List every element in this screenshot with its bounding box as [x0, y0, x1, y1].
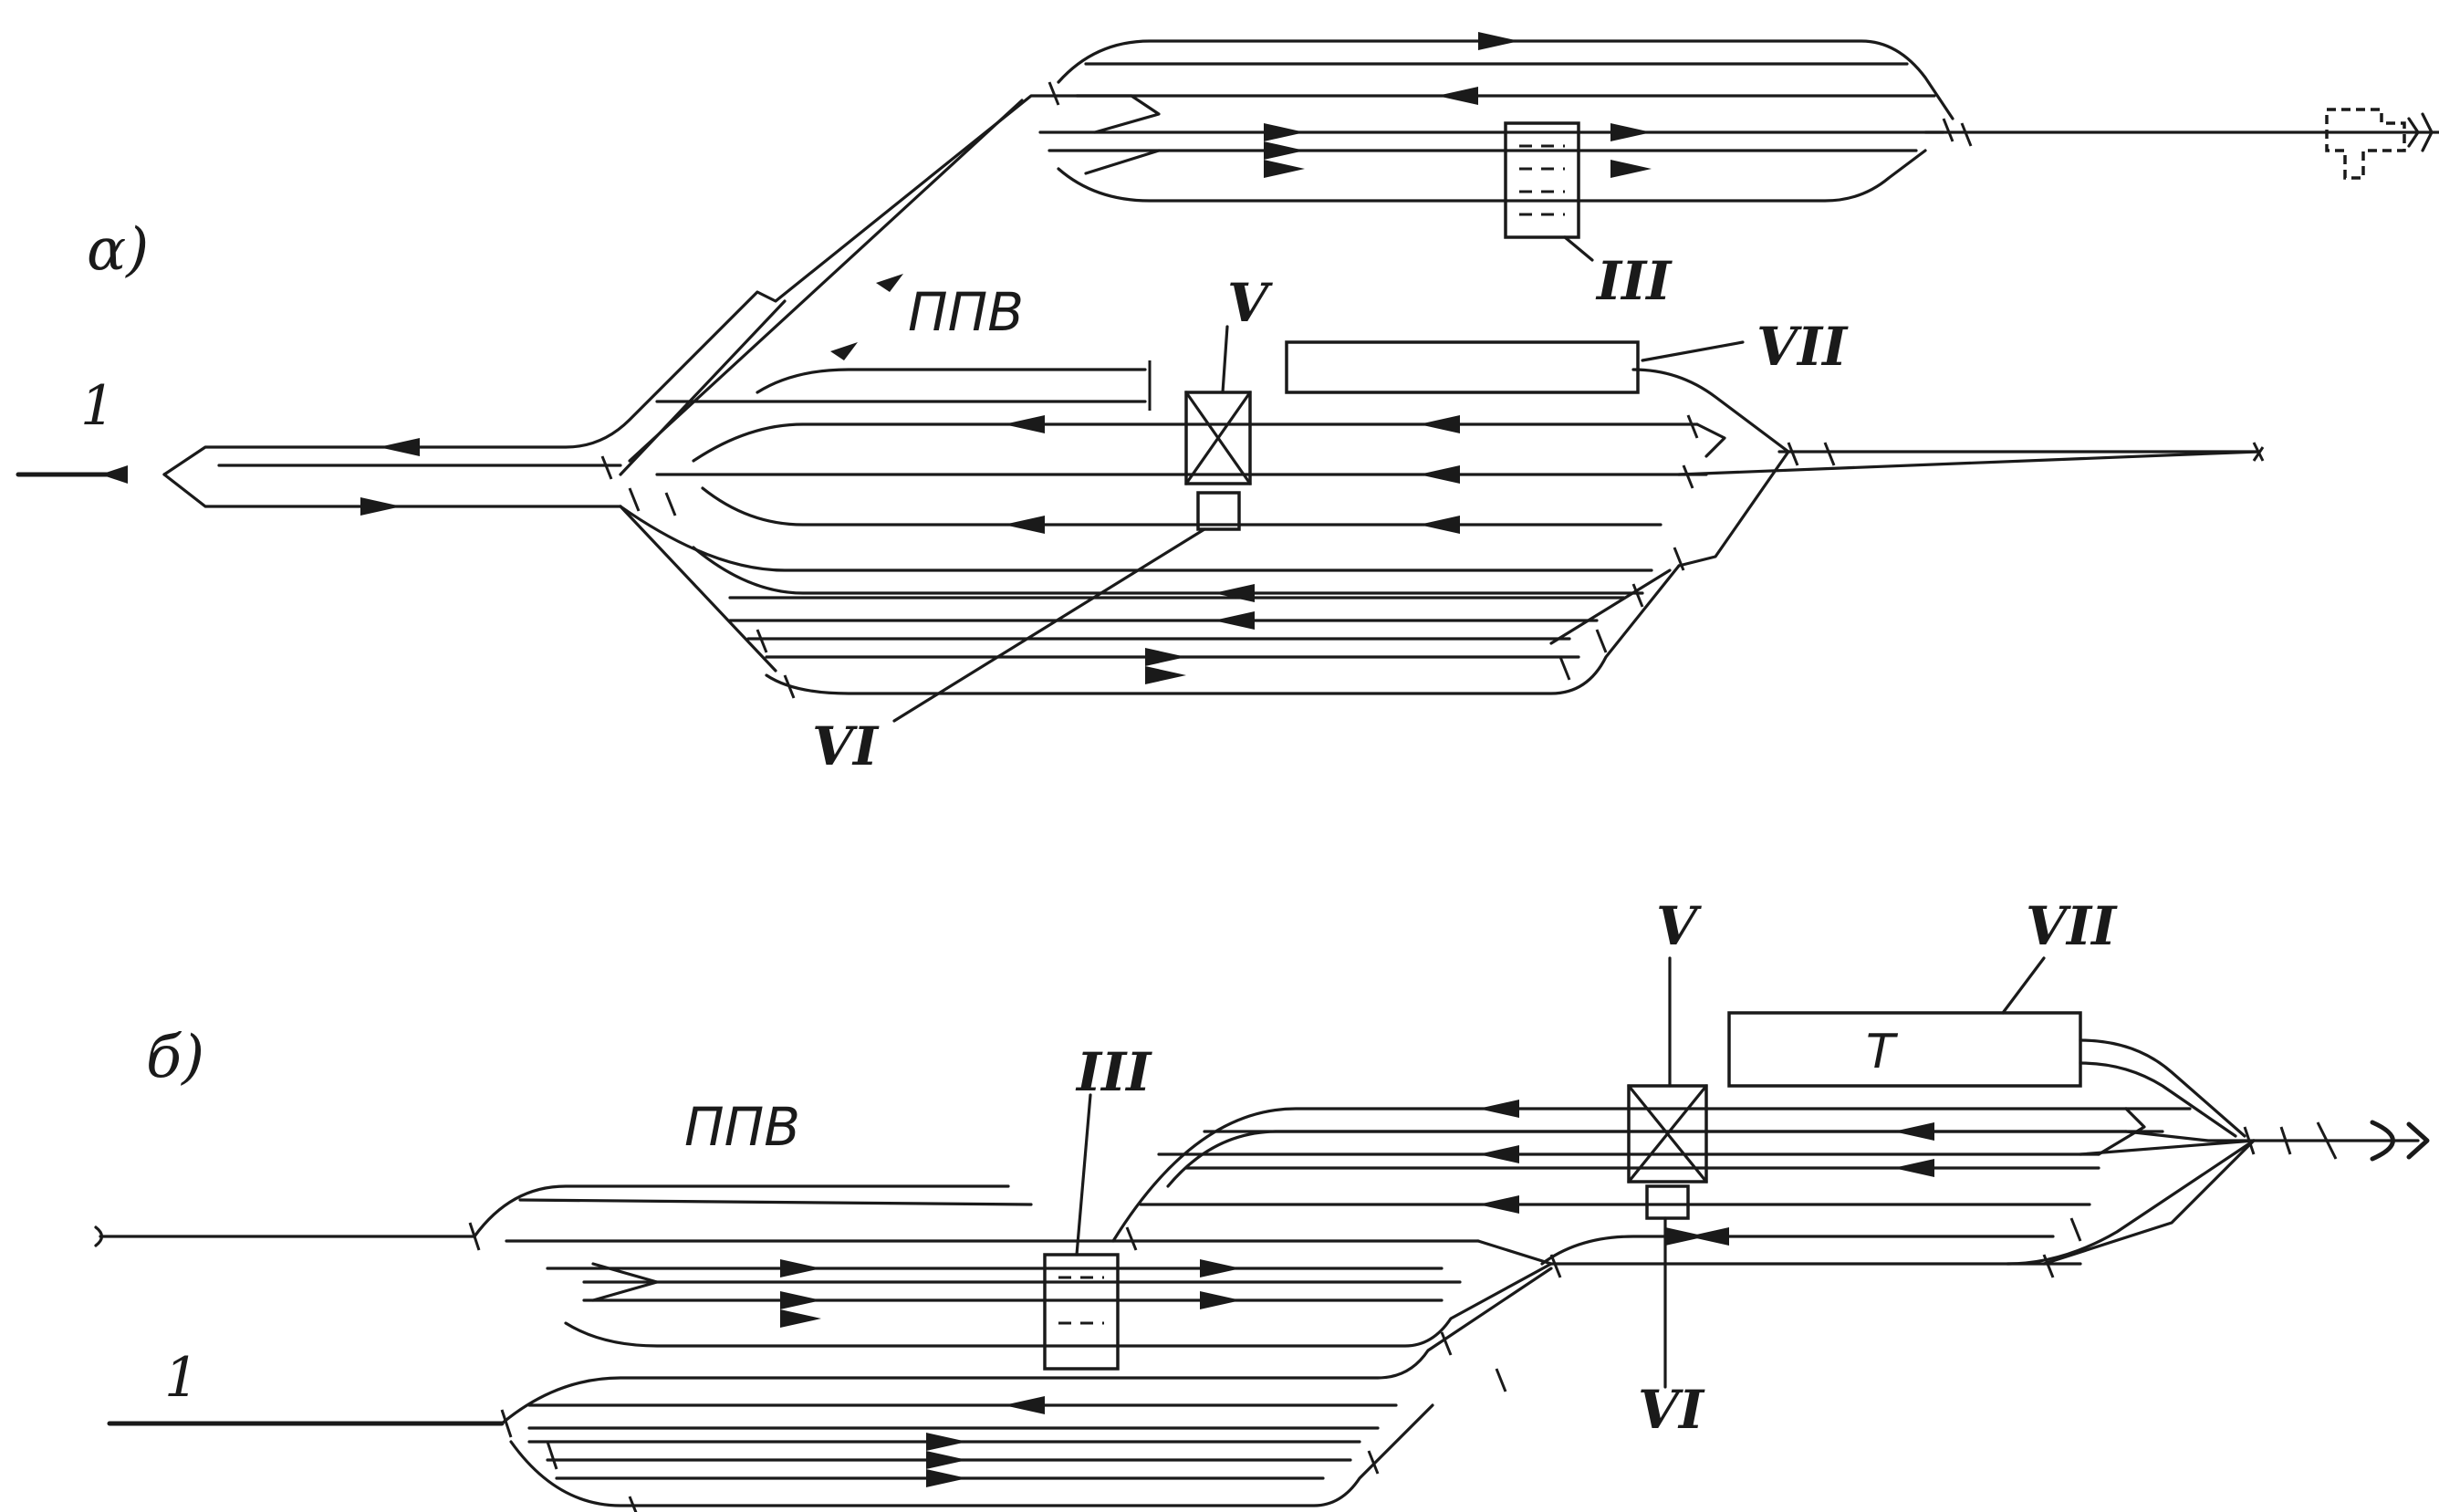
scheme-b-yard-label: ППВ [684, 1096, 800, 1158]
scheme-b-building-v [1627, 1084, 1708, 1184]
scheme-a: α) 1 ППВ V VII III VI [16, 32, 2439, 777]
scheme-b: б) 1 ППВ III V VII VI [94, 895, 2430, 1512]
scheme-a-upper-yard [1038, 39, 2439, 262]
scheme-a-line-number: 1 [80, 374, 115, 438]
scheme-b-label: б) [146, 1024, 204, 1091]
scheme-a-building-vii-label: VII [1756, 316, 1849, 378]
scheme-a-switch-marks [600, 81, 2265, 699]
scheme-a-building-vii [1285, 340, 1640, 394]
scheme-a-building-vi-label: VI [812, 715, 880, 777]
scheme-a-building-iii-label: III [1595, 250, 1673, 312]
scheme-b-building-vii [1727, 1011, 2082, 1088]
scheme-b-building-vi [1645, 1184, 1690, 1220]
scheme-b-building-vi-label: VI [1638, 1379, 1705, 1441]
scheme-b-lower-left-yard [500, 1267, 1553, 1507]
scheme-b-line-number: 1 [164, 1346, 199, 1410]
scheme-a-lower-yard [619, 505, 1681, 695]
scheme-a-building-vi [1196, 491, 1241, 531]
scheme-b-upper-left-yard [473, 1093, 1553, 1371]
scheme-a-label: α) [87, 216, 149, 284]
scheme-a-building-v [1184, 391, 1252, 485]
scheme-a-direction-arrows [100, 32, 1652, 684]
scheme-a-middle-yard [655, 325, 2260, 723]
scheme-b-building-iii [1043, 1253, 1120, 1371]
scheme-a-building-v-label: V [1227, 272, 1273, 334]
scheme-b-approach-tracks [94, 1225, 505, 1426]
scheme-a-yard-label: ППВ [908, 281, 1024, 343]
scheme-b-building-vii-label: VII [2026, 895, 2118, 957]
scheme-b-right-yard: Т [1111, 956, 2430, 1389]
scheme-b-building-v-label: V [1656, 895, 1702, 957]
scheme-b-direction-arrows [780, 1100, 1934, 1487]
scheme-b-switch-marks [468, 1121, 2338, 1512]
scheme-b-depot-mark: Т [1866, 1025, 1899, 1079]
scheme-b-building-iii-label: III [1075, 1041, 1152, 1103]
scheme-a-building-iii [1504, 121, 1580, 239]
